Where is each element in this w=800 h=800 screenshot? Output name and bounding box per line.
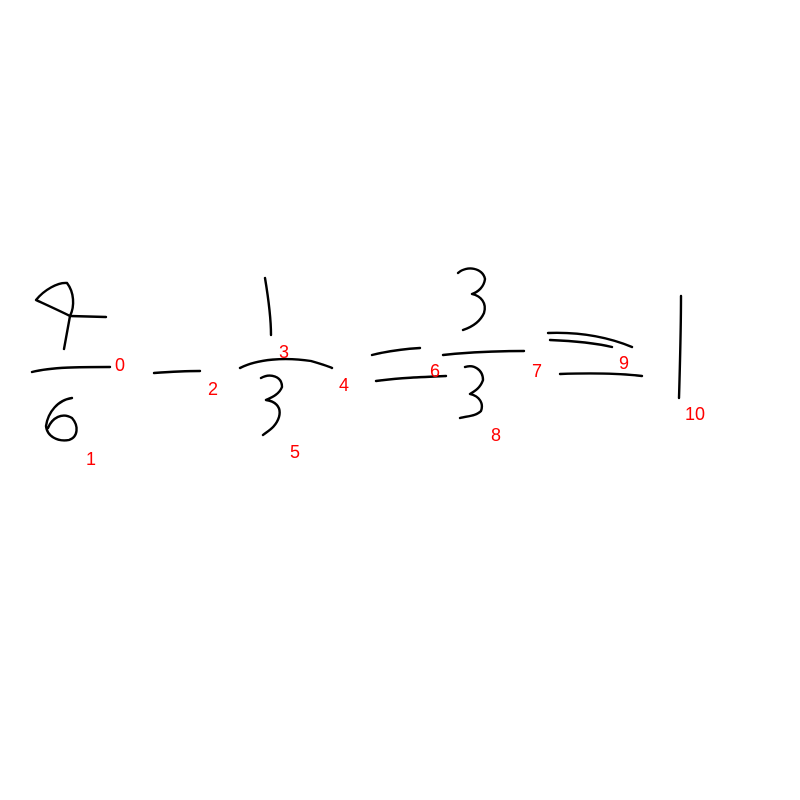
- index-label: 2: [208, 379, 218, 399]
- index-label: 10: [685, 404, 705, 424]
- stroke-10-digit-one: [677, 294, 683, 400]
- index-label: 9: [619, 353, 629, 373]
- index-label: 1: [86, 449, 96, 469]
- stroke-numerator-three: [456, 267, 487, 332]
- stroke-2-minus: [152, 369, 202, 375]
- stroke-3-digit-one: [263, 276, 273, 337]
- index-label: 3: [279, 342, 289, 362]
- stroke-6-equals: [370, 346, 448, 383]
- stroke-4-fraction-bar: [238, 357, 334, 370]
- index-label: 4: [339, 375, 349, 395]
- index-label: 6: [430, 361, 440, 381]
- stroke-8-digit-three: [458, 365, 485, 420]
- stroke-1-digit-six: [44, 396, 78, 442]
- stroke-7-fraction-bar: [441, 349, 526, 357]
- index-label: 0: [115, 355, 125, 375]
- stroke-9-equals: [546, 331, 644, 378]
- stroke-0-fraction-bar: [30, 365, 112, 374]
- index-label: 8: [491, 425, 501, 445]
- index-label: 5: [290, 442, 300, 462]
- stroke-5-digit-three: [259, 374, 284, 437]
- stroke-numerator-four: [34, 281, 108, 351]
- index-label: 7: [532, 361, 542, 381]
